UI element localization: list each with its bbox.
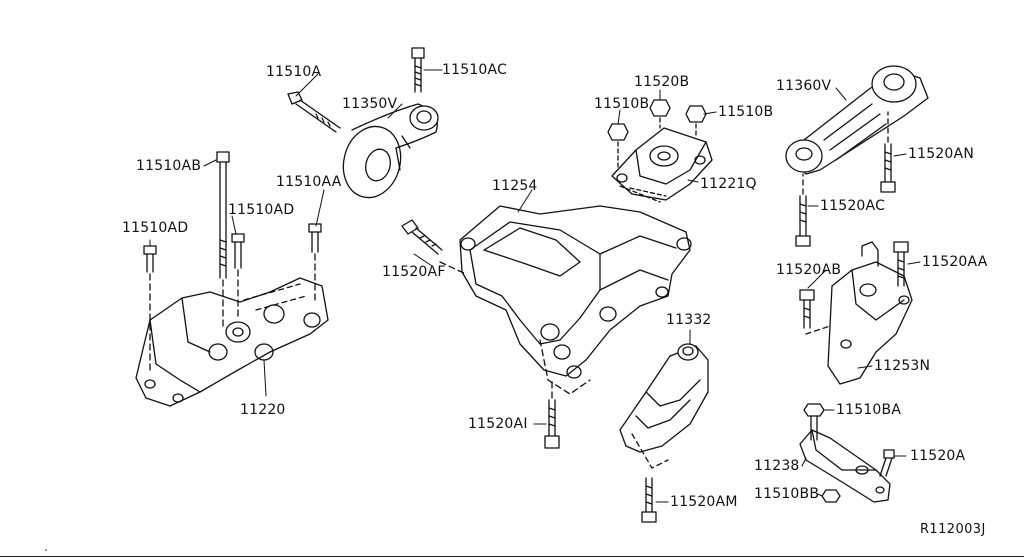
label-11520an: 11520AN [908, 146, 974, 162]
label-11332: 11332 [666, 312, 712, 328]
bolt-11510a [287, 91, 341, 133]
reference-code: R112003J [920, 522, 986, 537]
label-11520ai: 11520AI [468, 416, 528, 432]
nut-11510bb [821, 489, 841, 503]
label-11253n: 11253N [874, 358, 931, 374]
label-11510bb: 11510BB [754, 486, 820, 502]
mount-11220 [135, 277, 329, 407]
label-11520af: 11520AF [382, 264, 446, 280]
label-11254: 11254 [492, 178, 538, 194]
bolt-11520ac [795, 173, 811, 247]
bolt-11520an [880, 111, 896, 193]
bolt-11520ab [799, 289, 815, 329]
label-11520am: 11520AM [670, 494, 738, 510]
label-11360v: 11360V [776, 78, 832, 94]
mount-11350v [342, 103, 439, 199]
bolt-11520ai [544, 379, 560, 449]
nut-11520b [649, 99, 671, 129]
bracket-11238 [799, 429, 891, 503]
bolt-11510aa [308, 223, 322, 301]
nut-11510b-left [607, 123, 629, 171]
label-11221q: 11221Q [700, 176, 757, 192]
leader-lines [149, 69, 921, 503]
label-11238: 11238 [754, 458, 800, 474]
nut-11510b-right [685, 105, 707, 139]
bottom-border-line [0, 556, 1024, 557]
label-11350v: 11350V [342, 96, 398, 112]
label-11510ba: 11510BA [836, 402, 902, 418]
label-11510ad-left: 11510AD [122, 220, 189, 236]
bolt-11520aa [893, 241, 909, 287]
label-11520ab: 11520AB [776, 262, 842, 278]
label-11510b-left: 11510B [594, 96, 650, 112]
label-11510ab: 11510AB [136, 158, 202, 174]
bolt-11510ac [411, 47, 425, 93]
torque-rod-11360v [785, 65, 929, 175]
mount-11253n [805, 241, 913, 385]
label-11510ad-upper: 11510AD [228, 202, 295, 218]
mount-11221q [611, 127, 713, 203]
label-11520ac: 11520AC [820, 198, 886, 214]
bolt-11520af [401, 219, 443, 255]
label-11220: 11220 [240, 402, 286, 418]
bolt-11520a [879, 449, 895, 477]
label-11510a: 11510A [266, 64, 322, 80]
bolt-11510ab [216, 151, 230, 331]
bolt-11510ad-upper [231, 233, 245, 321]
bolt-11510ba [803, 403, 825, 441]
bolt-11520am [641, 477, 657, 523]
bracket-11254 [439, 205, 692, 395]
mount-11332 [619, 343, 709, 469]
label-11510aa: 11510AA [276, 174, 342, 190]
label-11520b: 11520B [634, 74, 690, 90]
label-11510ac: 11510AC [442, 62, 508, 78]
label-11520a: 11520A [910, 448, 966, 464]
label-11510b-right: 11510B [718, 104, 774, 120]
label-11520aa: 11520AA [922, 254, 988, 270]
